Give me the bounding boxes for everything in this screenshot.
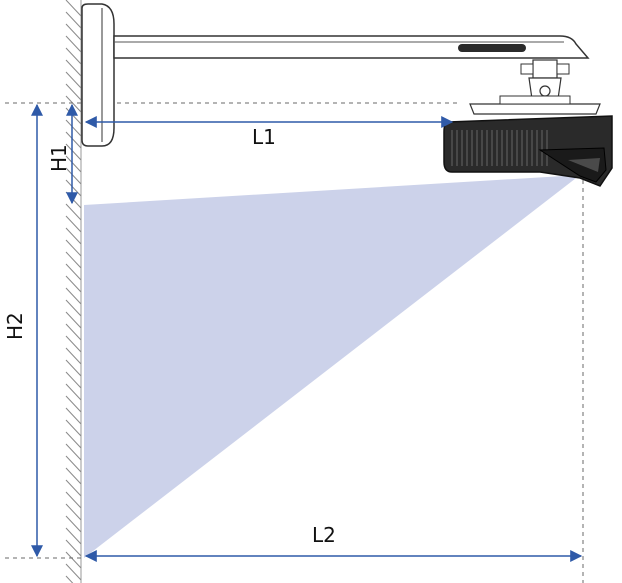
wall-hatch-line [65, 179, 82, 197]
wall-hatch-line [65, 467, 82, 485]
wall-hatch-line [65, 59, 82, 77]
wall-hatch-line [65, 563, 82, 581]
wall-hatch-line [65, 299, 82, 317]
wall-hatch-line [65, 383, 82, 401]
h2-label: H2 [3, 312, 27, 340]
wall-hatch-line [65, 455, 82, 473]
wall-hatch-line [65, 71, 82, 89]
wall-hatch-line [65, 251, 82, 269]
wall-hatch-line [65, 119, 82, 137]
wall-hatch-line [65, 47, 82, 65]
wall-mount-arm-icon [81, 3, 601, 147]
wall-hatch-line [65, 371, 82, 389]
h1-label: H1 [47, 144, 71, 172]
wall-hatch-line [65, 407, 82, 425]
wall-hatch-line [65, 11, 82, 29]
wall-hatch-line [65, 23, 82, 41]
wall-hatch-line [65, 191, 82, 209]
wall-hatch-line [65, 443, 82, 461]
wall-hatch-line [65, 539, 82, 557]
wall-hatch-line [65, 575, 74, 583]
reference-lines [5, 102, 584, 583]
wall-hatch-line [65, 515, 82, 533]
projector-icon [443, 115, 613, 187]
wall-hatch-line [65, 35, 82, 53]
wall-hatch-line [65, 239, 82, 257]
wall-hatch-line [65, 263, 82, 281]
wall-hatch-line [65, 287, 82, 305]
wall-hatch-line [65, 0, 82, 17]
wall-hatch-line [65, 95, 82, 113]
wall-hatch-line [65, 395, 82, 413]
wall-hatch-line [65, 551, 82, 569]
wall-hatch-line [65, 419, 82, 437]
wall-hatch-line [65, 203, 82, 221]
wall-hatch-line [65, 323, 82, 341]
wall-hatch-line [65, 347, 82, 365]
wall-hatch-line [65, 527, 82, 545]
wall-hatch-line [65, 479, 82, 497]
l2-label: L2 [312, 523, 336, 547]
wall-hatch-line [65, 503, 82, 521]
projection-beam [84, 175, 580, 558]
wall-hatch-line [65, 83, 82, 101]
wall-hatch-line [65, 335, 82, 353]
l1-label: L1 [252, 125, 276, 149]
wall-hatch-line [65, 215, 82, 233]
wall-hatch-line [65, 227, 82, 245]
wall-hatch-line [65, 275, 82, 293]
wall-hatch-line [65, 107, 82, 125]
wall-hatch-line [65, 311, 82, 329]
wall-hatch-icon [65, 0, 82, 583]
wall-hatch-line [65, 491, 82, 509]
wall-hatch-line [65, 431, 82, 449]
wall-hatch-line [65, 359, 82, 377]
